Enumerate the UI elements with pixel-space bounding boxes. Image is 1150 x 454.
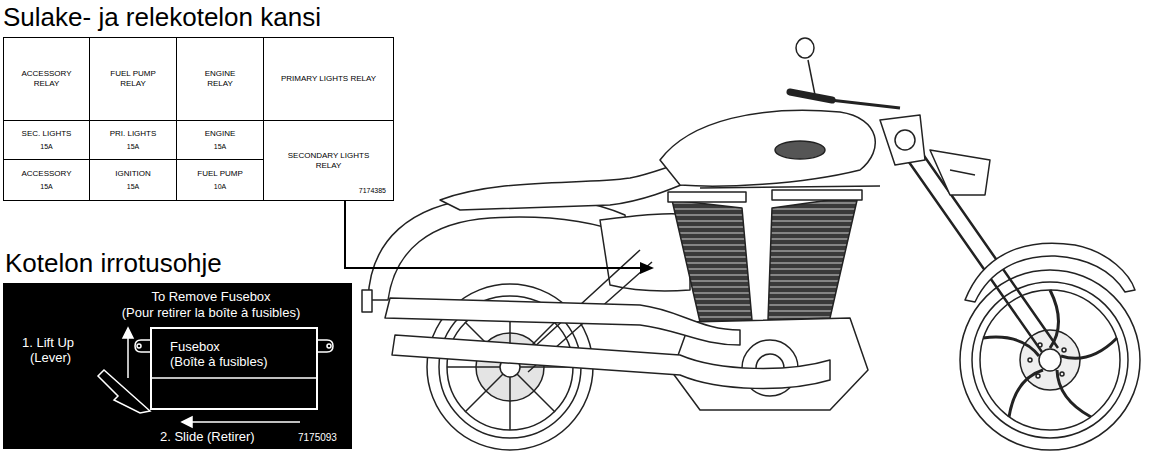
fuse-relay-cell: ACCESSORY 15A [3,159,90,201]
node-sublabel: 15A [40,183,52,191]
instruction-label: 2. Slide (Retirer) [160,430,255,445]
node-label: Kotelon irrotusohje [5,248,222,278]
fuse-relay-cell: FUEL PUMP RELAY [89,37,177,121]
node-label: SEC. LIGHTS [22,129,72,139]
fuse-relay-cell: SEC. LIGHTS 15A [3,120,90,160]
node-label: ACCESSORY RELAY [19,69,75,88]
node-sublabel: 15A [214,143,226,151]
node-sublabel: 7174385 [359,187,386,195]
fuse-relay-cell: IGNITION 15A [89,159,177,201]
node-label: SECONDARY LIGHTS RELAY [281,151,377,170]
fuse-box-cover-table: Sulake- ja relekotelon kansiACCESSORY RE… [3,37,394,201]
instruction-label: 1. Lift Up [22,336,74,351]
node-label: IGNITION [115,169,151,179]
node-sublabel: 10A [214,183,226,191]
fuse-relay-cell: ENGINE 15A [176,120,264,160]
node-label: PRI. LIGHTS [110,129,157,139]
fuse-relay-cell: SECONDARY LIGHTS RELAY 7174385 [263,120,394,201]
node-label: Fusebox [170,339,220,354]
node-label: PRIMARY LIGHTS RELAY [281,74,376,84]
node-sublabel: 15A [127,183,139,191]
node-sublabel: 15A [40,143,52,151]
fuse-relay-cell: PRIMARY LIGHTS RELAY [263,37,394,121]
fuse-relay-cell: ENGINE RELAY [176,37,264,121]
node-label: ACCESSORY [21,169,71,179]
node-sublabel: To Remove Fusebox [61,289,361,304]
fuse-relay-cell: PRI. LIGHTS 15A [89,120,177,160]
node-label: FUEL PUMP RELAY [105,69,161,88]
node-sublabel: (Boîte à fusibles) [170,354,268,369]
instruction-label: 7175093 [298,432,337,444]
node-sublabel: 15A [127,143,139,151]
node-label: ENGINE [205,129,236,139]
node-sublabel: (Pour retirer la boîte à fusibles) [61,305,361,320]
removal-instruction-panel: Kotelon irrotusohjeTo Remove Fusebox(Pou… [3,283,352,449]
fuse-relay-cell: ACCESSORY RELAY [3,37,90,121]
fuse-relay-cell: FUEL PUMP 10A [176,159,264,201]
node-label: ENGINE RELAY [192,69,248,88]
node-label: Sulake- ja relekotelon kansi [3,2,321,32]
node-label: FUEL PUMP [197,169,243,179]
fusebox-box: Fusebox(Boîte à fusibles) [150,327,318,410]
instruction-label: (Lever) [30,351,71,366]
